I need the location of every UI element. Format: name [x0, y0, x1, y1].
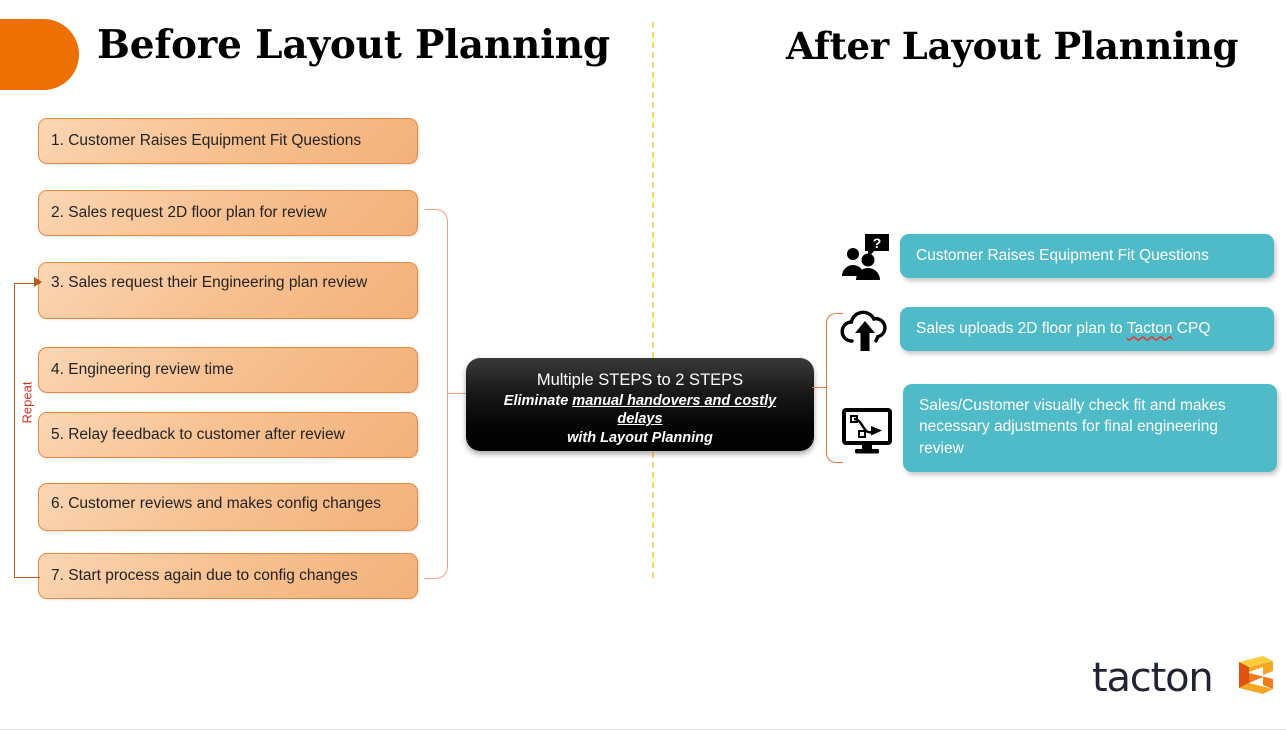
- before-group-bracket-stub: [447, 393, 467, 394]
- monitor-design-icon: [841, 408, 893, 461]
- after-step-2-spellcheck-word: Tacton: [1126, 320, 1173, 338]
- before-step-6-label: 6. Customer reviews and makes config cha…: [51, 495, 381, 512]
- callout-subline-1: Eliminate manual handovers and costly de…: [480, 392, 800, 430]
- tacton-wordmark: tacton: [1092, 654, 1214, 701]
- page-title-after: After Layout Planning: [786, 24, 1239, 68]
- callout-sub-prefix: Eliminate: [503, 392, 573, 409]
- repeat-label: Repeat: [19, 381, 35, 424]
- before-step-2-label: 2. Sales request 2D floor plan for revie…: [51, 204, 327, 222]
- after-group-bracket: [826, 313, 843, 463]
- before-step-2[interactable]: 2. Sales request 2D floor plan for revie…: [38, 190, 418, 236]
- before-group-bracket: [424, 209, 448, 579]
- after-step-3[interactable]: Sales/Customer visually check fit and ma…: [903, 384, 1277, 472]
- tacton-logo: tacton: [1092, 652, 1275, 703]
- svg-text:?: ?: [873, 235, 882, 251]
- after-step-2-label-before: Sales uploads 2D floor plan to: [916, 320, 1127, 338]
- after-step-2-label: Sales uploads 2D floor plan to Tacton CP…: [916, 318, 1210, 339]
- corner-accent-shape: [0, 19, 79, 90]
- repeat-loop-arrowhead-icon: [34, 277, 42, 287]
- callout-sub-middle: and: [700, 392, 735, 409]
- before-step-1-label: 1. Customer Raises Equipment Fit Questio…: [51, 132, 362, 150]
- page-title-before: Before Layout Planning: [97, 22, 610, 68]
- before-step-1[interactable]: 1. Customer Raises Equipment Fit Questio…: [38, 118, 418, 164]
- tacton-logo-mark-icon: [1225, 652, 1275, 703]
- repeat-loop-connector: [14, 283, 40, 578]
- after-step-2[interactable]: Sales uploads 2D floor plan to Tacton CP…: [900, 307, 1274, 351]
- people-question-icon: ?: [840, 232, 890, 287]
- callout-headline: Multiple STEPS to 2 STEPS: [536, 371, 744, 389]
- before-step-6[interactable]: 6. Customer reviews and makes config cha…: [38, 483, 418, 531]
- before-step-5[interactable]: 5. Relay feedback to customer after revi…: [38, 412, 418, 458]
- column-divider: [652, 22, 654, 578]
- after-step-1[interactable]: Customer Raises Equipment Fit Questions: [900, 234, 1274, 278]
- before-step-7[interactable]: 7. Start process again due to config cha…: [38, 553, 418, 599]
- after-step-1-label: Customer Raises Equipment Fit Questions: [916, 247, 1209, 265]
- after-group-bracket-stub: [812, 387, 827, 388]
- after-step-3-label: Sales/Customer visually check fit and ma…: [919, 397, 1226, 457]
- before-step-7-label: 7. Start process again due to config cha…: [51, 567, 358, 585]
- before-step-5-label: 5. Relay feedback to customer after revi…: [51, 426, 345, 444]
- callout-subline-2: with Layout Planning: [567, 430, 713, 447]
- before-step-4-label: 4. Engineering review time: [51, 361, 234, 379]
- before-step-3-label: 3. Sales request their Engineering plan …: [51, 274, 368, 291]
- callout-sub-emphasis-1: manual handovers: [572, 392, 701, 409]
- before-step-4[interactable]: 4. Engineering review time: [38, 347, 418, 393]
- callout-sub-emphasis-2: costly delays: [617, 392, 777, 428]
- before-step-3[interactable]: 3. Sales request their Engineering plan …: [38, 262, 418, 319]
- center-callout: Multiple STEPS to 2 STEPS Eliminate manu…: [466, 358, 814, 451]
- after-step-2-label-after: CPQ: [1172, 320, 1211, 338]
- cloud-upload-icon: [840, 307, 890, 358]
